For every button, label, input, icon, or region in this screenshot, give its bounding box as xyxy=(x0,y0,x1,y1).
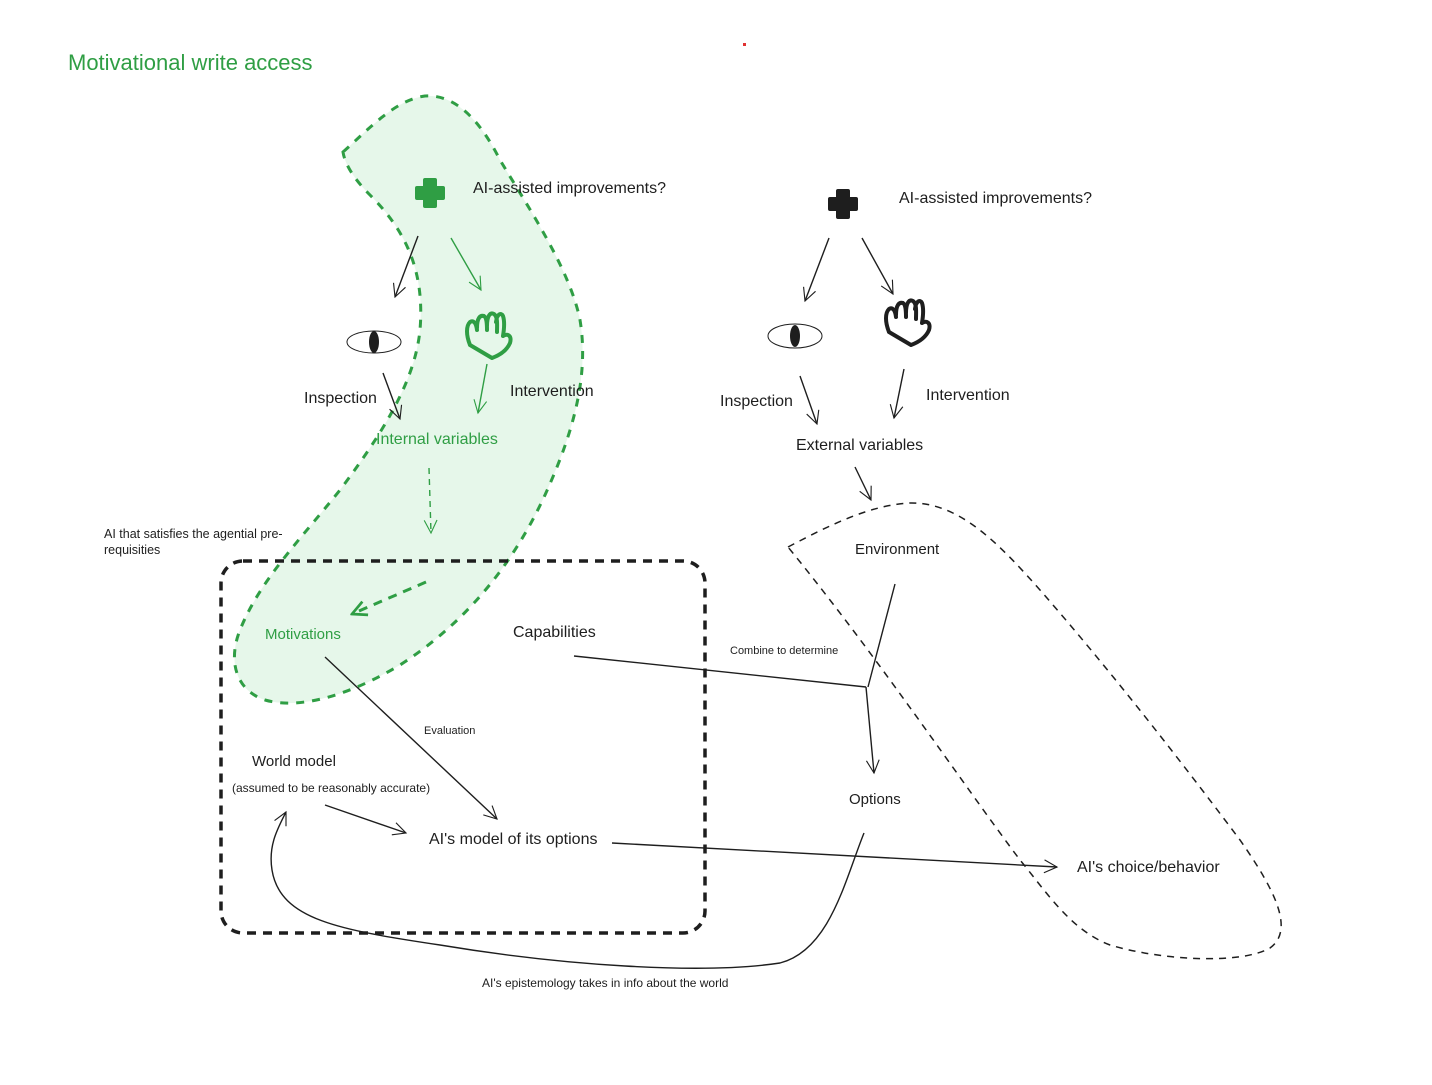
eye-icon xyxy=(346,330,402,354)
environment-label: Environment xyxy=(855,541,940,558)
evaluation-label: Evaluation xyxy=(424,725,476,737)
internal-variables-label: Internal variables xyxy=(376,431,498,448)
agent-box xyxy=(219,559,707,935)
combine-label: Combine to determine xyxy=(730,645,839,657)
plus-icon-right xyxy=(828,189,858,219)
arrow-model-to-choice xyxy=(611,842,1059,874)
agent-box-label: AI that satisfies the agential pre-requi… xyxy=(104,527,283,557)
environment-region xyxy=(786,502,1282,960)
world-model-note: (assumed to be reasonably accurate) xyxy=(232,781,431,795)
arrow-plus-to-hand-right xyxy=(861,237,894,296)
left-inspection-label: Inspection xyxy=(304,390,377,407)
arrow-plus-to-hand xyxy=(450,237,482,292)
arrow-eye-to-internal xyxy=(382,372,403,421)
external-variables-label: External variables xyxy=(796,437,924,454)
right-question-label: AI-assisted improvements? xyxy=(899,190,1092,207)
eye-icon-right xyxy=(767,323,823,349)
environment-line xyxy=(867,583,896,688)
arrow-to-motivations xyxy=(352,580,427,614)
motivations-label: Motivations xyxy=(265,626,341,643)
model-of-options-label: AI's model of its options xyxy=(429,831,598,848)
arrow-plus-to-eye-right xyxy=(803,237,830,303)
arrow-epistemology-loop xyxy=(270,810,865,969)
arrow-eye-to-external xyxy=(799,375,820,426)
hand-icon-right xyxy=(884,298,932,347)
arrow-combine-to-options xyxy=(865,686,880,775)
world-model-label: World model xyxy=(252,753,336,770)
choice-label: AI's choice/behavior xyxy=(1077,859,1220,876)
right-inspection-label: Inspection xyxy=(720,393,793,410)
capabilities-label: Capabilities xyxy=(513,624,596,641)
arrow-plus-to-eye xyxy=(392,235,419,299)
left-intervention-label: Intervention xyxy=(510,383,594,400)
left-question-label: AI-assisted improvements? xyxy=(473,180,666,197)
plus-icon xyxy=(415,178,445,208)
motivational-write-region xyxy=(232,94,585,705)
right-intervention-label: Intervention xyxy=(926,387,1010,404)
capabilities-line xyxy=(573,655,867,688)
arrow-motivations-to-model xyxy=(324,656,498,820)
arrow-world-to-model xyxy=(324,804,408,836)
hand-icon xyxy=(465,311,513,360)
arrow-external-to-environment xyxy=(854,466,872,502)
page-title: Motivational write access xyxy=(68,50,313,75)
options-label: Options xyxy=(849,791,901,808)
arrow-hand-to-internal xyxy=(473,363,488,415)
epistemology-label: AI's epistemology takes in info about th… xyxy=(482,976,729,990)
arrow-hand-to-external xyxy=(889,368,905,420)
red-dot xyxy=(743,43,746,46)
